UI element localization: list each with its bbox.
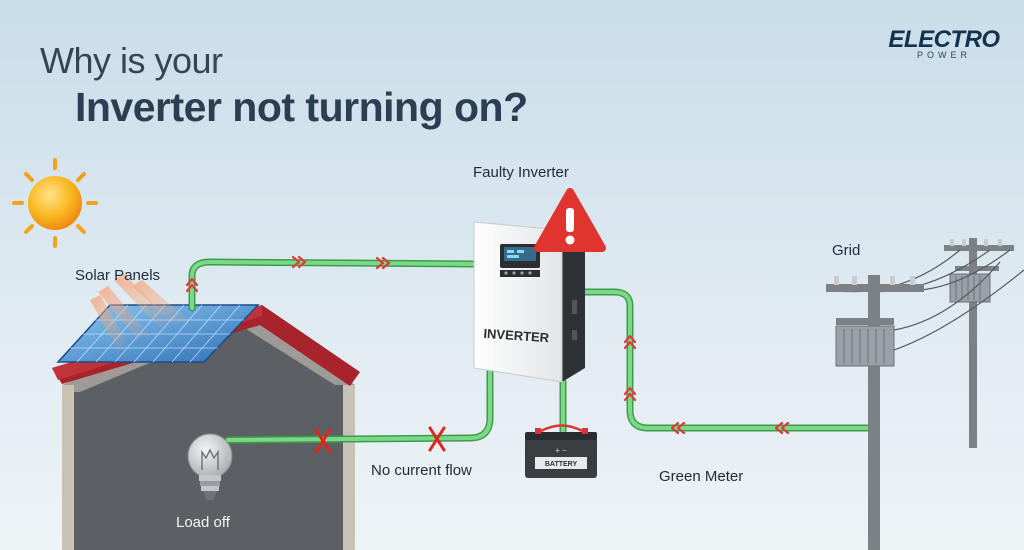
label-faulty-inverter: Faulty Inverter [473, 164, 569, 181]
no-current-x-marks [314, 426, 446, 454]
label-grid: Grid [832, 242, 861, 259]
battery-terminals: + − [555, 446, 567, 455]
battery-icon: + − BATTERY [525, 424, 597, 478]
label-solar-panels: Solar Panels [75, 267, 161, 284]
label-green-meter: Green Meter [659, 468, 744, 485]
light-bulb-icon [187, 433, 233, 500]
x-mark-icon [428, 426, 446, 452]
wire-solar-to-inverter [188, 258, 478, 312]
inverter-label: INVERTER [483, 326, 550, 346]
sun-rays [90, 274, 188, 350]
brand-name: ELECTRO [888, 26, 1000, 53]
roof [52, 305, 360, 386]
title-line-2: Inverter not turning on? [75, 84, 528, 130]
wire-grid-to-inverter [579, 288, 872, 432]
brand-logo: ELECTRO POWER [884, 26, 1004, 60]
label-load-off: Load off [176, 514, 230, 531]
sun-icon [12, 158, 98, 248]
battery-label: BATTERY [545, 461, 578, 468]
x-mark-icon [314, 428, 332, 454]
flow-arrows [185, 255, 790, 435]
title-line-1: Why is your [40, 40, 223, 81]
wire-inverter-to-load [224, 364, 494, 444]
inverter-device: INVERTER [473, 218, 585, 383]
utility-poles [826, 238, 1024, 550]
warning-icon [534, 188, 606, 252]
brand-sub: POWER [916, 50, 971, 60]
label-no-current-flow: No current flow [371, 462, 472, 479]
